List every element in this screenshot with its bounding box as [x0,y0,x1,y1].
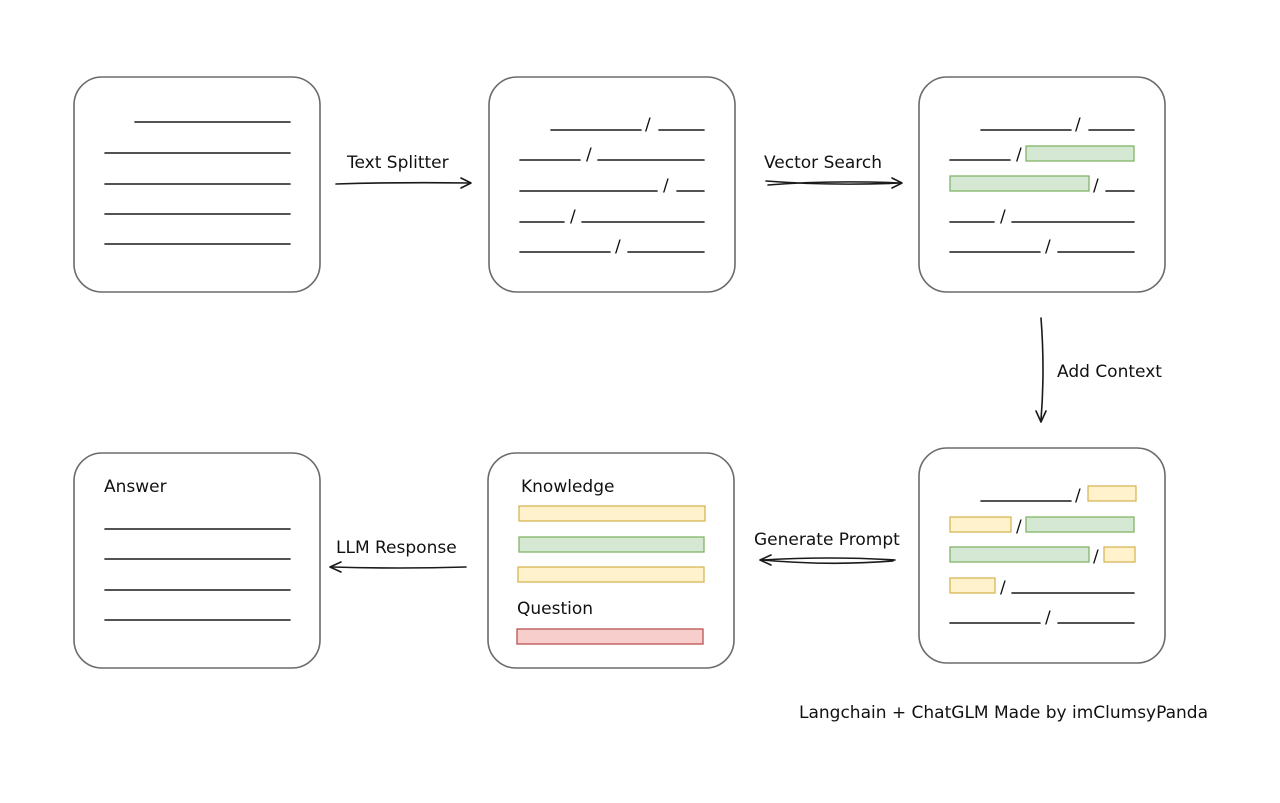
chunk-separator: / [1016,517,1022,537]
chunk-separator: / [1075,115,1081,135]
llm-response-label: LLM Response [336,538,457,558]
chunk-separator: / [586,145,592,165]
knowledge-highlight [1087,485,1137,502]
matched-chunk-highlight [1025,516,1135,533]
knowledge-highlight [949,516,1012,533]
matched-chunk-highlight [949,175,1090,192]
answer-heading: Answer [104,477,167,497]
arrow-line [331,566,467,569]
vector-search-connector: Vector Search [764,153,903,189]
chunk-separator: / [1000,207,1006,227]
llm-response-connector: LLM Response [329,538,467,573]
chunk-separator: / [615,237,621,257]
chunk-separator: / [1045,237,1051,257]
text-splitter-label: Text Splitter [346,153,449,173]
knowledge-highlight [949,577,996,594]
arrow-head-icon [460,177,472,189]
arrow-line [761,557,896,565]
prompt-box: Knowledge Question [487,452,735,669]
chunk-separator: / [1000,578,1006,598]
matched-chunk-highlight [1025,145,1135,162]
chunk-separator: / [1093,176,1099,196]
chunk-separator: / [1045,608,1051,628]
arrow-line [335,181,471,185]
split-chunks-box-frame [488,76,736,293]
add-context-label: Add Context [1057,362,1162,382]
text-splitter-connector: Text Splitter [335,153,472,189]
knowledge-highlight [1103,546,1136,563]
chunk-separator: / [570,207,576,227]
chunk-separator: / [663,176,669,196]
arrow-line [1040,317,1044,421]
chunk-separator: / [645,115,651,135]
chunk-separator: / [1093,547,1099,567]
context-box: / / / / / [918,447,1166,664]
arrow-head-icon [759,554,772,566]
matched-chunk-highlight [949,546,1090,563]
arrow-head-icon [329,561,342,573]
document-box [73,76,321,293]
footer-credit: Langchain + ChatGLM Made by imClumsyPand… [799,703,1208,723]
split-chunks-box: / / / / / [488,76,736,293]
arrow-line [765,180,901,186]
generate-prompt-connector: Generate Prompt [754,530,900,566]
knowledge-heading: Knowledge [521,477,614,497]
knowledge-bar [517,566,705,583]
question-heading: Question [517,599,593,619]
generate-prompt-label: Generate Prompt [754,530,900,550]
question-bar [516,628,704,645]
search-results-box: / / / / / [918,76,1166,293]
context-bar [518,536,705,553]
answer-box: Answer [73,452,321,669]
arrow-head-icon [891,177,903,189]
arrow-head-icon [1035,410,1047,423]
vector-search-label: Vector Search [764,153,882,173]
chunk-separator: / [1075,486,1081,506]
knowledge-bar [518,505,706,522]
add-context-connector: Add Context [1035,317,1162,423]
answer-box-frame [73,452,321,669]
chunk-separator: / [1016,145,1022,165]
